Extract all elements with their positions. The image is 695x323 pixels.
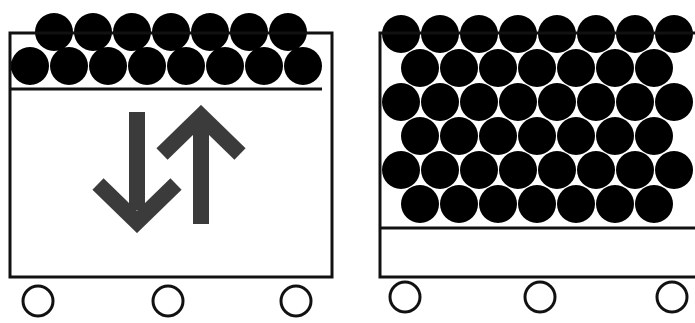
ball <box>206 47 244 85</box>
ball <box>440 117 478 155</box>
ball <box>460 83 498 121</box>
ball <box>421 151 459 189</box>
ball <box>479 185 517 223</box>
ball <box>11 47 49 85</box>
ball <box>382 151 420 189</box>
ball <box>284 47 322 85</box>
left-cart <box>10 13 332 316</box>
ball <box>596 185 634 223</box>
ball <box>557 117 595 155</box>
left-cart-balls <box>11 13 322 85</box>
right-cart-wheels <box>390 282 687 312</box>
ball <box>479 117 517 155</box>
wheel-icon <box>281 286 311 316</box>
ball <box>89 47 127 85</box>
left-cart-wheels <box>23 286 311 316</box>
ball <box>518 49 556 87</box>
ball <box>655 83 693 121</box>
ball <box>50 47 88 85</box>
ball <box>577 151 615 189</box>
ball <box>577 83 615 121</box>
ball <box>616 83 654 121</box>
ball <box>401 49 439 87</box>
ball <box>635 185 673 223</box>
ball <box>635 49 673 87</box>
ball <box>245 47 283 85</box>
ball <box>596 49 634 87</box>
ball <box>479 49 517 87</box>
ball <box>596 117 634 155</box>
wheel-icon <box>23 286 53 316</box>
ball <box>499 83 537 121</box>
ball <box>518 185 556 223</box>
ball <box>440 185 478 223</box>
ball <box>538 151 576 189</box>
right-cart <box>380 15 695 312</box>
ball <box>421 83 459 121</box>
ball <box>557 49 595 87</box>
wheel-icon <box>153 286 183 316</box>
ball <box>401 185 439 223</box>
ball <box>518 117 556 155</box>
ball <box>401 117 439 155</box>
ball <box>382 83 420 121</box>
ball <box>128 47 166 85</box>
ball <box>655 151 693 189</box>
ball <box>499 151 537 189</box>
ball <box>167 47 205 85</box>
ball <box>635 117 673 155</box>
down-arrow-icon <box>98 112 176 222</box>
wheel-icon <box>525 282 555 312</box>
up-arrow-icon <box>162 116 240 224</box>
wheel-icon <box>390 282 420 312</box>
right-cart-balls <box>382 15 693 223</box>
ball <box>616 151 654 189</box>
wheel-icon <box>657 282 687 312</box>
ball <box>557 185 595 223</box>
ball <box>440 49 478 87</box>
ball <box>460 151 498 189</box>
ball <box>538 83 576 121</box>
